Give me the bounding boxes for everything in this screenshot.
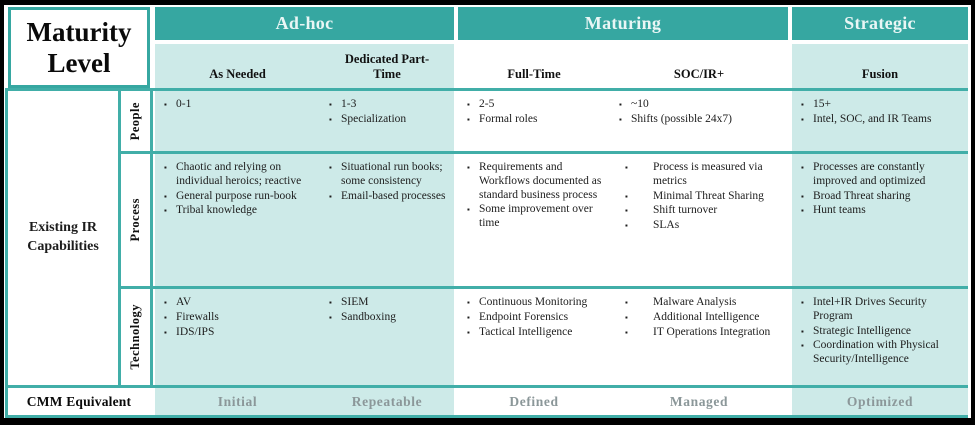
group-header-adhoc: Ad-hoc bbox=[155, 7, 454, 40]
bullet-item: Firewalls bbox=[164, 311, 314, 325]
cmm-value-defined: Defined bbox=[458, 388, 610, 415]
cmm-value-initial: Initial bbox=[155, 388, 320, 415]
bullet-item: Email-based processes bbox=[329, 190, 448, 204]
bullet-item: Continuous Monitoring bbox=[467, 296, 604, 310]
bullet-item: Strategic Intelligence bbox=[801, 325, 962, 339]
bullet-item: Shift turnover bbox=[619, 204, 782, 218]
divider-line bbox=[8, 415, 968, 418]
existing-ir-capabilities-cell: Existing IR Capabilities bbox=[8, 91, 118, 385]
maturity-level-title-box: Maturity Level bbox=[8, 7, 150, 88]
cell-process-as-needed: Chaotic and relying on individual heroic… bbox=[155, 154, 320, 286]
bullet-item: Situational run books; some consistency bbox=[329, 161, 448, 189]
divider-line bbox=[5, 88, 8, 418]
page-title-line1: Maturity bbox=[26, 17, 132, 48]
bullet-item: Processes are constantly improved and op… bbox=[801, 161, 962, 189]
cmm-value-optimized: Optimized bbox=[792, 388, 968, 415]
column-header-label: Dedicated Part-Time bbox=[344, 52, 430, 81]
divider-line bbox=[121, 286, 968, 289]
bullet-item: Coordination with Physical Security/Inte… bbox=[801, 339, 962, 367]
cell-process-soc-ir: Process is measured via metricsMinimal T… bbox=[610, 154, 788, 286]
divider-line bbox=[150, 88, 153, 385]
column-header-soc-ir: SOC/IR+ bbox=[610, 44, 788, 88]
cell-technology-fusion: Intel+IR Drives Security ProgramStrategi… bbox=[792, 289, 968, 385]
bullet-item: Tribal knowledge bbox=[164, 204, 314, 218]
bullet-item: Malware Analysis bbox=[619, 296, 782, 310]
existing-ir-capabilities-label: Existing IR Capabilities bbox=[27, 220, 99, 254]
cmm-value-managed: Managed bbox=[610, 388, 788, 415]
bullet-item: Sandboxing bbox=[329, 311, 448, 325]
bullet-item: General purpose run-book bbox=[164, 190, 314, 204]
bullet-item: Tactical Intelligence bbox=[467, 326, 604, 340]
cell-technology-dedicated: SIEMSandboxing bbox=[320, 289, 454, 385]
cell-process-dedicated: Situational run books; some consistencyE… bbox=[320, 154, 454, 286]
bullet-item: 15+ bbox=[801, 98, 962, 112]
bullet-item: Minimal Threat Sharing bbox=[619, 190, 782, 204]
column-header-as-needed: As Needed bbox=[155, 44, 320, 88]
cell-people-as-needed: 0-1 bbox=[155, 91, 320, 151]
cell-process-full-time: Requirements and Workflows documented as… bbox=[458, 154, 610, 286]
divider-line bbox=[8, 88, 968, 91]
divider-line bbox=[121, 151, 968, 154]
bullet-item: Chaotic and relying on individual heroic… bbox=[164, 161, 314, 189]
row-label-people: People bbox=[121, 91, 150, 151]
column-header-label: SOC/IR+ bbox=[673, 67, 725, 81]
divider-line bbox=[118, 91, 121, 385]
cell-technology-as-needed: AVFirewallsIDS/IPS bbox=[155, 289, 320, 385]
column-header-dedicated-part-time: Dedicated Part-Time bbox=[320, 44, 454, 88]
bullet-item: Additional Intelligence bbox=[619, 311, 782, 325]
bullet-item: Endpoint Forensics bbox=[467, 311, 604, 325]
column-header-label: As Needed bbox=[209, 67, 266, 81]
cell-process-fusion: Processes are constantly improved and op… bbox=[792, 154, 968, 286]
row-label-technology: Technology bbox=[121, 289, 150, 385]
column-header-fusion: Fusion bbox=[792, 44, 968, 88]
bullet-item: Process is measured via metrics bbox=[619, 161, 782, 189]
cell-technology-full-time: Continuous MonitoringEndpoint ForensicsT… bbox=[458, 289, 610, 385]
bullet-item: SLAs bbox=[619, 219, 782, 233]
column-header-label: Full-Time bbox=[507, 67, 561, 81]
bullet-item: Broad Threat sharing bbox=[801, 190, 962, 204]
page-title-line2: Level bbox=[47, 47, 111, 78]
bullet-item: Specialization bbox=[329, 113, 448, 127]
bullet-item: Shifts (possible 24x7) bbox=[619, 113, 782, 127]
bullet-item: IDS/IPS bbox=[164, 326, 314, 340]
bullet-item: AV bbox=[164, 296, 314, 310]
cell-people-soc-ir: ~10Shifts (possible 24x7) bbox=[610, 91, 788, 151]
group-header-strategic: Strategic bbox=[792, 7, 968, 40]
bullet-item: 1-3 bbox=[329, 98, 448, 112]
bullet-item: ~10 bbox=[619, 98, 782, 112]
cell-people-dedicated: 1-3Specialization bbox=[320, 91, 454, 151]
divider-line bbox=[8, 385, 968, 388]
bullet-item: Intel+IR Drives Security Program bbox=[801, 296, 962, 324]
group-header-maturing: Maturing bbox=[458, 7, 788, 40]
column-header-full-time: Full-Time bbox=[458, 44, 610, 88]
bullet-item: SIEM bbox=[329, 296, 448, 310]
cell-people-fusion: 15+Intel, SOC, and IR Teams bbox=[792, 91, 968, 151]
bullet-item: Hunt teams bbox=[801, 204, 962, 218]
bullet-item: 0-1 bbox=[164, 98, 314, 112]
bullet-item: Some improvement over time bbox=[467, 203, 604, 231]
bullet-item: Intel, SOC, and IR Teams bbox=[801, 113, 962, 127]
bullet-item: 2-5 bbox=[467, 98, 604, 112]
bullet-item: Requirements and Workflows documented as… bbox=[467, 161, 604, 202]
cmm-equivalent-label: CMM Equivalent bbox=[8, 388, 150, 415]
cell-technology-soc-ir: Malware AnalysisAdditional IntelligenceI… bbox=[610, 289, 788, 385]
cmm-value-repeatable: Repeatable bbox=[320, 388, 454, 415]
bullet-item: Formal roles bbox=[467, 113, 604, 127]
row-label-process: Process bbox=[121, 154, 150, 286]
cell-people-full-time: 2-5Formal roles bbox=[458, 91, 610, 151]
column-header-label: Fusion bbox=[861, 67, 899, 81]
bullet-item: IT Operations Integration bbox=[619, 326, 782, 340]
